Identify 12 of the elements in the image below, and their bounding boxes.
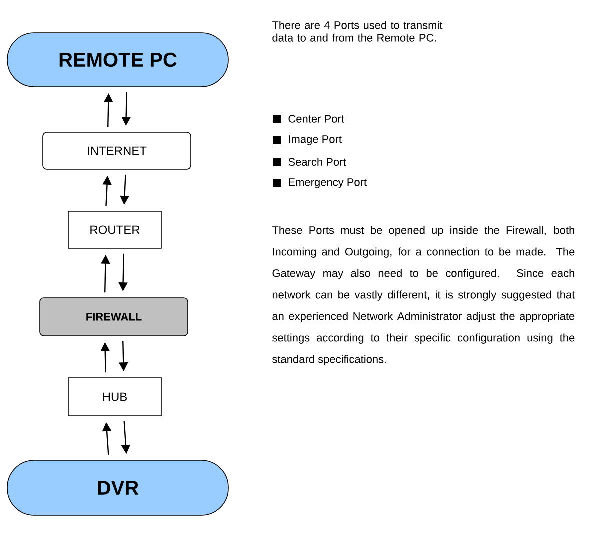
- paragraph: These Ports must be opened up inside the Firewall, both Incoming and Outgoing, for a connection to be made. The Gateway may also need to be configured. Since each network can be vastly different, it is strongly suggested that an experienced Network Administrator adjust the appropriate settings according to their specific configuration using the standard specifications.: [272, 226, 576, 366]
- paragraph: There are 4 Ports used to transmit data to and from the Remote PC.: [272, 21, 443, 42]
- process-box: FIREWALL: [40, 298, 188, 336]
- process-box: ROUTER: [68, 211, 162, 249]
- process-box: HUB: [68, 378, 162, 416]
- list-item: Image Port: [289, 136, 342, 146]
- terminal-pill: DVR: [7, 460, 229, 516]
- process-box: INTERNET: [42, 132, 192, 170]
- list-item: Emergency Port: [289, 178, 367, 188]
- list-item: Search Port: [288, 158, 346, 166]
- terminal-pill: REMOTE PC: [7, 32, 229, 88]
- list-item: Center Port: [288, 115, 344, 123]
